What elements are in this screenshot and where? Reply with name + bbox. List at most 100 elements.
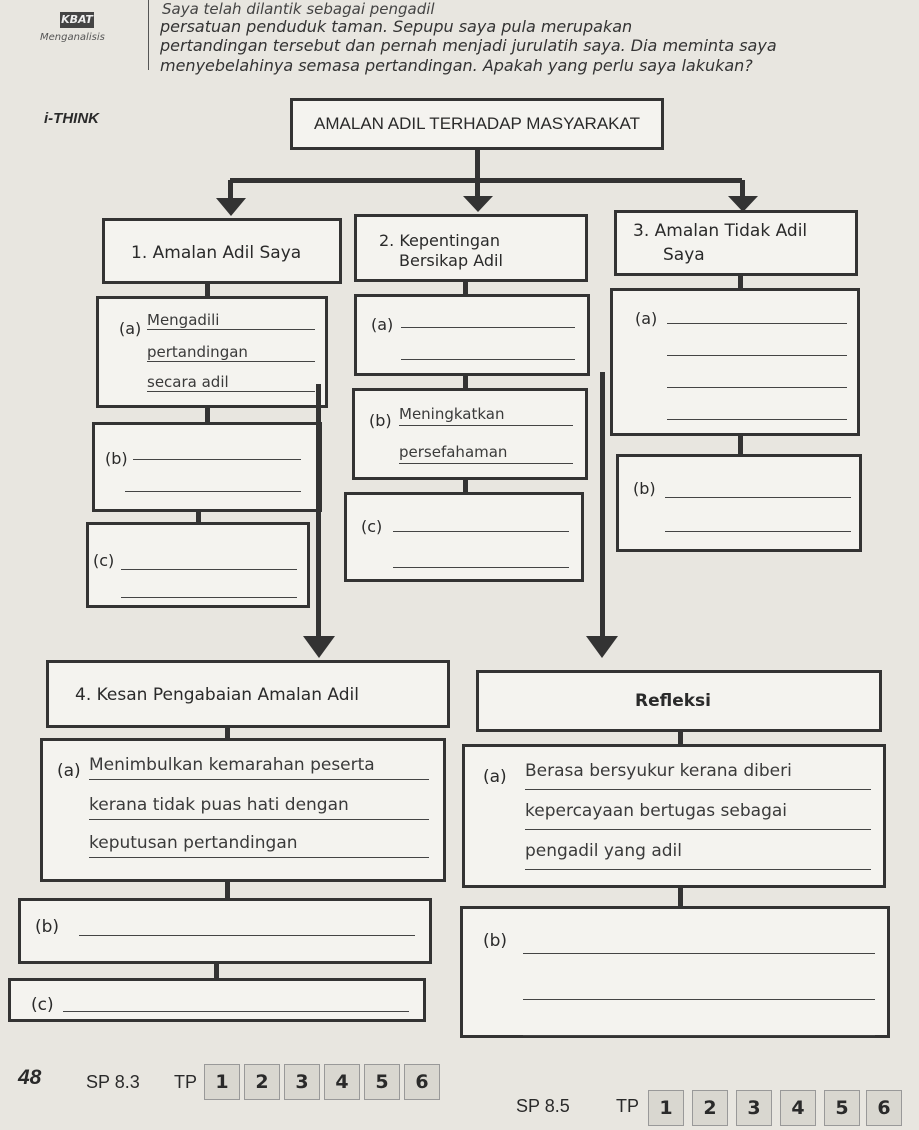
- col5-a-line1: Berasa bersyukur kerana diberi: [525, 761, 792, 781]
- col4-a-blank[interactable]: [89, 779, 429, 780]
- col3-a-label: (a): [635, 309, 658, 328]
- col4-header: 4. Kesan Pengabaian Amalan Adil: [75, 685, 359, 705]
- col2-c-blank[interactable]: [393, 567, 569, 568]
- question-line-2: persatuan penduduk taman. Sepupu saya pu…: [160, 17, 633, 36]
- col1-box-a: (a) Mengadili pertandingan secara adil: [96, 296, 328, 408]
- col1-b-blank[interactable]: [125, 491, 301, 492]
- col1-a-blank[interactable]: [147, 391, 315, 392]
- col5-b-blank[interactable]: [523, 999, 875, 1000]
- col5-connector: [678, 732, 683, 746]
- col5-b-label: (b): [483, 931, 508, 951]
- col4-a-blank[interactable]: [89, 819, 429, 820]
- col1-header: 1. Amalan Adil Saya: [131, 243, 302, 263]
- col3-header-box: 3. Amalan Tidak Adil Saya: [614, 210, 858, 276]
- col3-box-a: (a): [610, 288, 860, 436]
- question-line-1: Saya telah dilantik sebagai pengadil: [162, 0, 435, 18]
- col5-header-box: Refleksi: [476, 670, 882, 732]
- col4-b-blank[interactable]: [79, 935, 415, 936]
- col1-c-blank[interactable]: [121, 569, 297, 570]
- col1-c-blank[interactable]: [121, 597, 297, 598]
- arrow-down-icon: [728, 196, 758, 212]
- col5-a-blank[interactable]: [525, 869, 871, 870]
- col5-header: Refleksi: [635, 691, 712, 711]
- tp-level-2[interactable]: 2: [244, 1064, 280, 1100]
- col3-a-blank[interactable]: [667, 419, 847, 420]
- col2-header-box: 2. Kepentingan Bersikap Adil: [354, 214, 588, 282]
- col2-box-b: (b) Meningkatkan persefahaman: [352, 388, 588, 480]
- col3-header-line1: 3. Amalan Tidak Adil: [633, 221, 808, 241]
- tp-level-3[interactable]: 3: [284, 1064, 320, 1100]
- arrow-down-icon: [586, 636, 618, 658]
- col4-a-label: (a): [57, 761, 81, 781]
- col2-b-blank[interactable]: [399, 425, 573, 426]
- col1-a-line1: Mengadili: [147, 311, 220, 329]
- col4-connector: [214, 964, 219, 980]
- col5-a-blank[interactable]: [525, 829, 871, 830]
- col2-a-blank[interactable]: [401, 327, 575, 328]
- col5-b-blank[interactable]: [523, 953, 875, 954]
- col2-b-line2: persefahaman: [399, 443, 508, 461]
- col3-b-blank[interactable]: [665, 497, 851, 498]
- sp-code-1: SP 8.3: [86, 1072, 140, 1092]
- col4-a-line1: Menimbulkan kemarahan peserta: [89, 755, 375, 775]
- col3-b-blank[interactable]: [665, 531, 851, 532]
- col4-a-blank[interactable]: [89, 857, 429, 858]
- col1-connector: [196, 512, 201, 524]
- col2-b-blank[interactable]: [399, 463, 573, 464]
- col2-connector: [463, 376, 468, 390]
- col2-b-line1: Meningkatkan: [399, 405, 505, 423]
- col5-b-blank[interactable]: [523, 1035, 875, 1036]
- col4-b-label: (b): [35, 917, 60, 937]
- col5-box-a: (a) Berasa bersyukur kerana diberi keper…: [462, 744, 886, 888]
- col2-b-label: (b): [369, 411, 392, 430]
- col4-a-line2: kerana tidak puas hati dengan: [89, 795, 349, 815]
- col1-box-b: (b): [92, 422, 322, 512]
- page-number: 48: [18, 1066, 42, 1089]
- tp-label-2: TP: [616, 1096, 640, 1116]
- tp-level-4[interactable]: 4: [780, 1090, 816, 1126]
- tp-level-5[interactable]: 5: [824, 1090, 860, 1126]
- col2-a-blank[interactable]: [401, 359, 575, 360]
- title-box: AMALAN ADIL TERHADAP MASYARAKAT: [290, 98, 664, 150]
- tp-level-1[interactable]: 1: [648, 1090, 684, 1126]
- col3-connector: [738, 436, 743, 456]
- tp-level-2[interactable]: 2: [692, 1090, 728, 1126]
- col2-c-label: (c): [361, 517, 383, 536]
- col2-box-c: (c): [344, 492, 584, 582]
- col4-c-blank[interactable]: [63, 1011, 409, 1012]
- branch-right-stem: [740, 180, 745, 198]
- question-line-3: pertandingan tersebut dan pernah menjadi…: [160, 36, 777, 55]
- col3-a-blank[interactable]: [667, 355, 847, 356]
- tp-level-6[interactable]: 6: [404, 1064, 440, 1100]
- col4-box-a: (a) Menimbulkan kemarahan peserta kerana…: [40, 738, 446, 882]
- col1-long-connector: [316, 384, 321, 638]
- col4-header-box: 4. Kesan Pengabaian Amalan Adil: [46, 660, 450, 728]
- col4-box-c: (c): [8, 978, 426, 1022]
- tp-level-1[interactable]: 1: [204, 1064, 240, 1100]
- col1-a-line3: secara adil: [147, 373, 229, 391]
- question-line-4: menyebelahinya semasa pertandingan. Apak…: [160, 56, 753, 75]
- col5-a-blank[interactable]: [525, 789, 871, 790]
- col2-c-blank[interactable]: [393, 531, 569, 532]
- col1-box-c: (c): [86, 522, 310, 608]
- tp-level-4[interactable]: 4: [324, 1064, 360, 1100]
- col3-a-blank[interactable]: [667, 323, 847, 324]
- tp-level-3[interactable]: 3: [736, 1090, 772, 1126]
- branch-left-stem: [228, 180, 233, 202]
- tp-level-6[interactable]: 6: [866, 1090, 902, 1126]
- arrow-down-icon: [463, 196, 493, 212]
- col5-connector: [678, 888, 683, 908]
- col3-connector: [738, 276, 743, 290]
- col1-a-blank[interactable]: [147, 329, 315, 330]
- tp-level-5[interactable]: 5: [364, 1064, 400, 1100]
- col4-c-label: (c): [31, 995, 54, 1015]
- col4-connector: [225, 728, 230, 740]
- col1-a-blank[interactable]: [147, 361, 315, 362]
- branch-mid-stem: [475, 180, 480, 198]
- col3-a-blank[interactable]: [667, 387, 847, 388]
- col5-a-line2: kepercayaan bertugas sebagai: [525, 801, 788, 821]
- col4-a-line3: keputusan pertandingan: [89, 833, 298, 853]
- col1-b-blank[interactable]: [133, 459, 301, 460]
- col1-c-label: (c): [93, 551, 115, 570]
- title-branch-line: [230, 178, 742, 183]
